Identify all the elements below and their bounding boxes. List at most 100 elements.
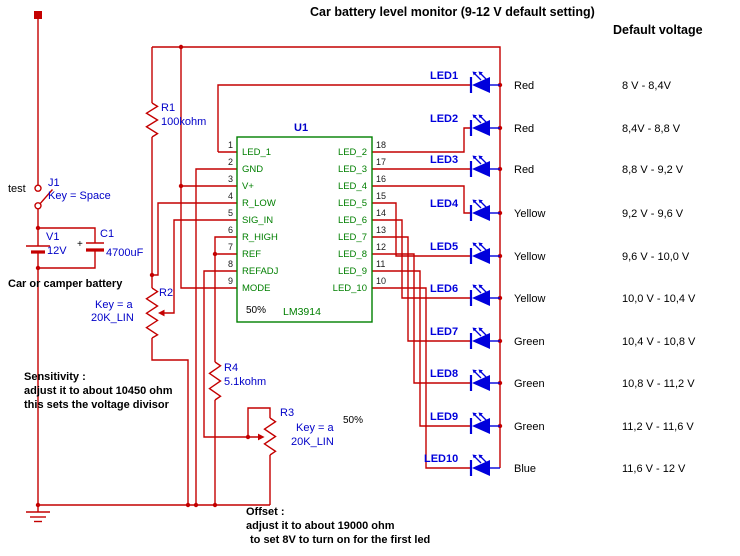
r2-percent: 50% bbox=[246, 305, 266, 316]
led-symbol[interactable] bbox=[469, 411, 502, 436]
resistor-r4[interactable] bbox=[208, 361, 222, 401]
led-symbol[interactable] bbox=[469, 70, 502, 95]
r1-value: 100kohm bbox=[161, 116, 206, 128]
switch-j1[interactable] bbox=[34, 184, 54, 210]
junction-dot bbox=[212, 251, 218, 257]
wire bbox=[391, 287, 471, 469]
schematic-title: Car battery level monitor (9-12 V defaul… bbox=[310, 5, 595, 19]
wire-network bbox=[37, 18, 501, 512]
wire bbox=[391, 236, 471, 342]
test-label: test bbox=[8, 183, 26, 195]
potentiometer-r3[interactable] bbox=[258, 417, 277, 456]
r3-percent: 50% bbox=[343, 415, 363, 426]
junction-dot bbox=[212, 502, 218, 508]
led-name: LED1 bbox=[430, 70, 458, 82]
led-color: Green bbox=[514, 421, 545, 433]
ic-u1-body[interactable] bbox=[236, 136, 373, 323]
pin-number: 4 bbox=[228, 191, 233, 201]
led-range: 11,6 V - 12 V bbox=[622, 463, 686, 475]
pin-number: 3 bbox=[228, 174, 233, 184]
junction-dot bbox=[149, 272, 155, 278]
led-color: Green bbox=[514, 336, 545, 348]
led-color: Red bbox=[514, 80, 534, 92]
note-line: Offset : bbox=[246, 506, 285, 518]
pin-number: 6 bbox=[228, 225, 233, 235]
led-symbol[interactable] bbox=[469, 368, 502, 393]
pin-label: LED_10 bbox=[333, 283, 367, 294]
wire bbox=[391, 185, 471, 214]
junction-dot bbox=[35, 265, 41, 271]
ground-symbol bbox=[26, 511, 50, 523]
pin-label: LED_6 bbox=[338, 215, 367, 226]
wire bbox=[391, 202, 471, 257]
pin-label: LED_7 bbox=[338, 232, 367, 243]
battery-v1[interactable] bbox=[26, 245, 50, 254]
pin-number: 15 bbox=[376, 191, 386, 201]
r1-ref: R1 bbox=[161, 102, 175, 114]
note-line: to set 8V to turn on for the first led bbox=[250, 534, 430, 546]
note-line: adjust it to about 19000 ohm bbox=[246, 520, 395, 532]
led-symbol[interactable] bbox=[469, 113, 502, 138]
c1-value: 4700uF bbox=[106, 247, 144, 259]
wire bbox=[247, 407, 271, 437]
pin-label: LED_2 bbox=[338, 147, 367, 158]
led-symbol[interactable] bbox=[469, 283, 502, 308]
wire bbox=[152, 202, 218, 276]
note-line: this sets the voltage divisor bbox=[24, 399, 170, 411]
pin-label: R_HIGH bbox=[242, 232, 278, 243]
r2-ref: R2 bbox=[159, 287, 173, 299]
led-color: Green bbox=[514, 378, 545, 390]
battery-caption: Car or camper battery bbox=[8, 278, 123, 290]
junction-dots bbox=[35, 44, 503, 508]
pin-number: 9 bbox=[228, 276, 233, 286]
u1-left-pins: 1 2 3 4 5 6 7 8 9 LED_1 GND V+ R_LOW SIG… bbox=[228, 140, 279, 294]
junction-dot bbox=[35, 502, 41, 508]
note-line: adjust it to about 10450 ohm bbox=[24, 385, 173, 397]
pin-number: 16 bbox=[376, 174, 386, 184]
pin-number: 1 bbox=[228, 140, 233, 150]
pin-number: 12 bbox=[376, 242, 386, 252]
led-color: Yellow bbox=[514, 293, 545, 305]
pin-label: LED_5 bbox=[338, 198, 367, 209]
junction-dot bbox=[245, 434, 251, 440]
v1-value: 12V bbox=[47, 245, 67, 257]
pin-number: 7 bbox=[228, 242, 233, 252]
led-symbol[interactable] bbox=[469, 241, 502, 266]
wire bbox=[151, 338, 189, 505]
wire bbox=[217, 84, 471, 152]
chip-pin-stubs bbox=[218, 151, 391, 289]
j1-key: Key = Space bbox=[48, 190, 111, 202]
junction-dot bbox=[178, 44, 184, 50]
pin-label: R_LOW bbox=[242, 198, 276, 209]
led-name: LED4 bbox=[430, 198, 459, 210]
led-table: LED1 LED2 LED3 LED4 LED5 LED6 LED7 LED8 … bbox=[424, 70, 696, 475]
junction-dot bbox=[193, 502, 199, 508]
led-color: Red bbox=[514, 123, 534, 135]
v1-ref: V1 bbox=[46, 231, 59, 243]
wiper-arrow bbox=[158, 309, 165, 317]
led-range: 9,6 V - 10,0 V bbox=[622, 251, 690, 263]
led-symbol[interactable] bbox=[469, 326, 502, 351]
r4-ref: R4 bbox=[224, 362, 238, 374]
led-symbol[interactable] bbox=[469, 198, 502, 223]
led-name: LED7 bbox=[430, 326, 458, 338]
pin-label: REFADJ bbox=[242, 266, 279, 277]
pin-label: LED_3 bbox=[338, 164, 367, 175]
r2-key: Key = a bbox=[95, 299, 133, 311]
pin-label: LED_4 bbox=[338, 181, 367, 192]
pin-label: V+ bbox=[242, 181, 254, 192]
junction-dot bbox=[35, 225, 41, 231]
led-symbol[interactable] bbox=[469, 154, 502, 179]
potentiometer-r2[interactable] bbox=[145, 287, 165, 339]
led-symbol[interactable] bbox=[469, 453, 502, 478]
pin-number: 5 bbox=[228, 208, 233, 218]
led-name: LED3 bbox=[430, 154, 458, 166]
pin-label: LED_9 bbox=[338, 266, 367, 277]
c1-polarity: + bbox=[77, 239, 83, 250]
resistor-r1[interactable] bbox=[145, 102, 159, 138]
capacitor-c1[interactable] bbox=[86, 242, 104, 252]
wire bbox=[391, 127, 471, 153]
wire bbox=[161, 219, 218, 314]
led-name: LED10 bbox=[424, 453, 458, 465]
